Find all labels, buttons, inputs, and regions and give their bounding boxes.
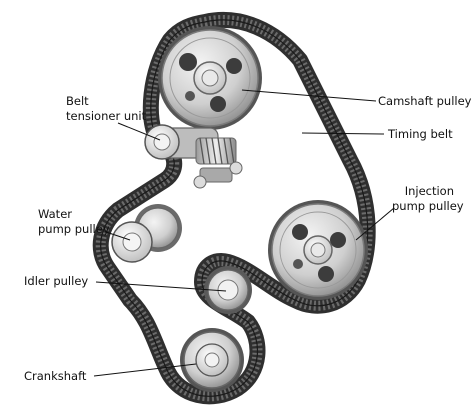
leader-lines xyxy=(93,89,395,377)
idler-pulley xyxy=(204,266,252,314)
injection-pump-pulley-label: Injection pump pulley xyxy=(392,184,464,214)
camshaft-pulley-label: Camshaft pulley xyxy=(378,94,472,108)
injection-pump-label-line1: Injection xyxy=(404,184,454,198)
idler-pulley-label: Idler pulley xyxy=(24,274,89,288)
leader-timing-belt xyxy=(301,132,385,135)
timing-belt-label: Timing belt xyxy=(388,127,453,141)
belt-tensioner-label-line2: tensioner unit xyxy=(66,109,147,123)
leader-water-pump xyxy=(105,231,131,241)
leader-belt-tensioner xyxy=(117,122,161,141)
water-pump-pulley-label: Water pump pulley xyxy=(38,207,110,237)
water-pump-label-line1: Water xyxy=(38,207,72,221)
belt-tensioner-label: Belt tensioner unit xyxy=(66,94,146,124)
camshaft-pulley xyxy=(158,26,262,130)
crankshaft-pulley xyxy=(180,328,244,392)
crankshaft-label: Crankshaft xyxy=(24,369,87,383)
belt-tensioner-unit xyxy=(144,124,243,189)
water-pump-pulley xyxy=(111,204,182,263)
injection-pump-pulley xyxy=(268,200,368,300)
belt-tensioner-label-line1: Belt xyxy=(66,94,89,108)
injection-pump-label-line2: pump pulley xyxy=(392,199,464,213)
leader-idler-pulley xyxy=(95,281,227,292)
leader-camshaft-pulley xyxy=(241,89,377,102)
water-pump-label-line2: pump pulley xyxy=(38,222,110,236)
leader-crankshaft xyxy=(93,363,197,377)
leader-injection-pump xyxy=(355,207,395,241)
